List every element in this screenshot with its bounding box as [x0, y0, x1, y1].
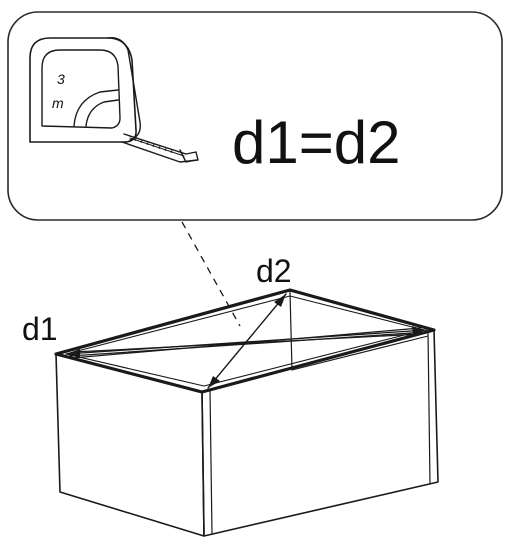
diagonal-cross-line: [69, 331, 427, 357]
equation-label: d1=d2: [232, 109, 401, 176]
tape-length-unit: m: [52, 95, 64, 111]
tape-length-number: 3: [57, 71, 65, 87]
d2-label: d2: [256, 253, 292, 289]
box-inner-back-edge: [289, 291, 293, 371]
open-box: [54, 288, 439, 537]
diagonal-rim-cross-2: [73, 333, 423, 353]
callout-pointer-line: [181, 221, 241, 327]
callout-bubble: 3 m d1=d2: [7, 11, 503, 221]
box-top-rim: [54, 288, 436, 394]
d1-label: d1: [22, 311, 58, 347]
diagonal-d2-line: [207, 293, 287, 389]
tape-measure-icon: [29, 37, 199, 163]
